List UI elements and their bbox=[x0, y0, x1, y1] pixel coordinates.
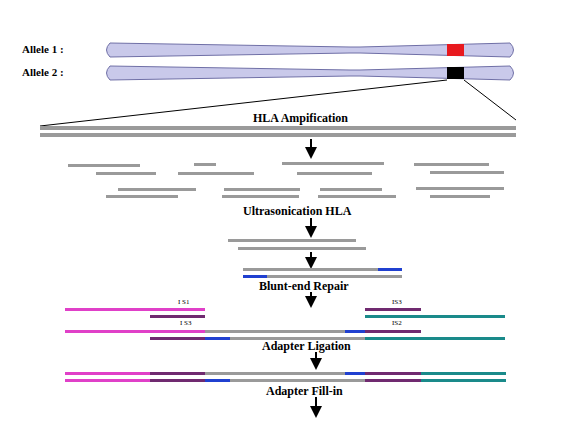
dna-strand bbox=[40, 133, 516, 137]
chromosome bbox=[107, 66, 514, 80]
dna-fragment bbox=[68, 162, 504, 250]
allele-label: Allele 2 : bbox=[22, 67, 64, 78]
repaired-fragment bbox=[243, 268, 402, 278]
chromosome bbox=[107, 43, 514, 57]
filled-fragment bbox=[65, 372, 506, 382]
step-label: HLA Ampification bbox=[253, 112, 348, 124]
allele-label: Allele 1 : bbox=[22, 44, 64, 55]
step-label: Adapter Fill-in bbox=[266, 385, 343, 397]
adapter-label: I S3 bbox=[180, 320, 191, 327]
adapter-label: I S1 bbox=[178, 299, 189, 306]
step-label: Blunt-end Repair bbox=[259, 280, 349, 292]
zoom-line bbox=[464, 80, 516, 120]
zoom-line bbox=[40, 80, 447, 126]
step-label: Ultrasonication HLA bbox=[243, 205, 351, 217]
adapter-label: IS3 bbox=[392, 299, 402, 306]
adapter-label: IS2 bbox=[392, 320, 402, 327]
dna-strand bbox=[40, 126, 516, 130]
step-label: Adapter Ligation bbox=[262, 340, 351, 352]
adapter-ligation bbox=[65, 308, 505, 340]
